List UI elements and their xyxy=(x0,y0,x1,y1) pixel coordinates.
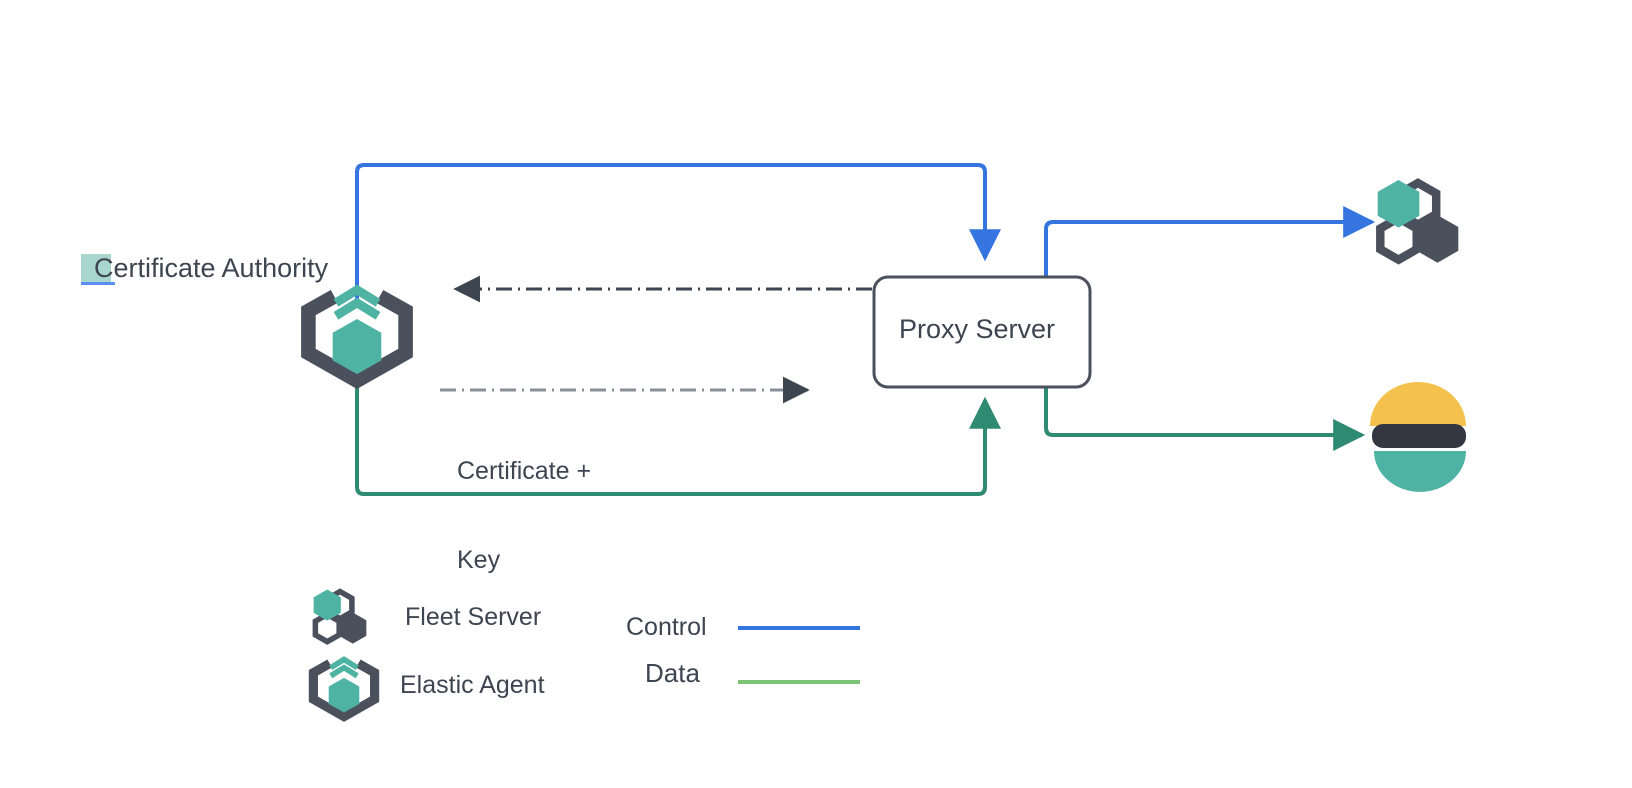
legend-elastic-agent-icon xyxy=(308,656,380,722)
certificate-key-line-2: Key xyxy=(457,545,501,574)
legend-line-label-data: Data xyxy=(645,658,700,688)
certificate-key-edge-label: Certificate + Key xyxy=(457,398,591,634)
elastic-agent-icon xyxy=(301,284,413,389)
certificate-authority-label: Certificate Authority xyxy=(94,253,329,283)
legend-fleet-server-icon xyxy=(312,588,367,645)
proxy-server-label: Proxy Server xyxy=(899,314,1056,344)
text-selection-highlight xyxy=(81,254,111,284)
edge-proxy-to-elasticsearch xyxy=(1044,382,1366,451)
edge-agent-to-proxy-data xyxy=(355,368,1001,496)
proxy-server-box[interactable] xyxy=(872,275,1092,389)
legend-line-label-control: Control xyxy=(626,613,707,641)
edge-proxy-to-fleet-server xyxy=(1044,206,1376,278)
legend-item-label-fleet-server: Fleet Server xyxy=(405,603,542,631)
fleet-server-icon xyxy=(1376,178,1459,265)
legend-item-label-elastic-agent: Elastic Agent xyxy=(400,671,545,699)
text-cursor-underline xyxy=(81,282,115,285)
elasticsearch-logo xyxy=(1370,382,1466,492)
edge-agent-to-proxy-control xyxy=(355,163,1001,300)
certificate-key-line-1: Certificate + xyxy=(457,457,592,485)
